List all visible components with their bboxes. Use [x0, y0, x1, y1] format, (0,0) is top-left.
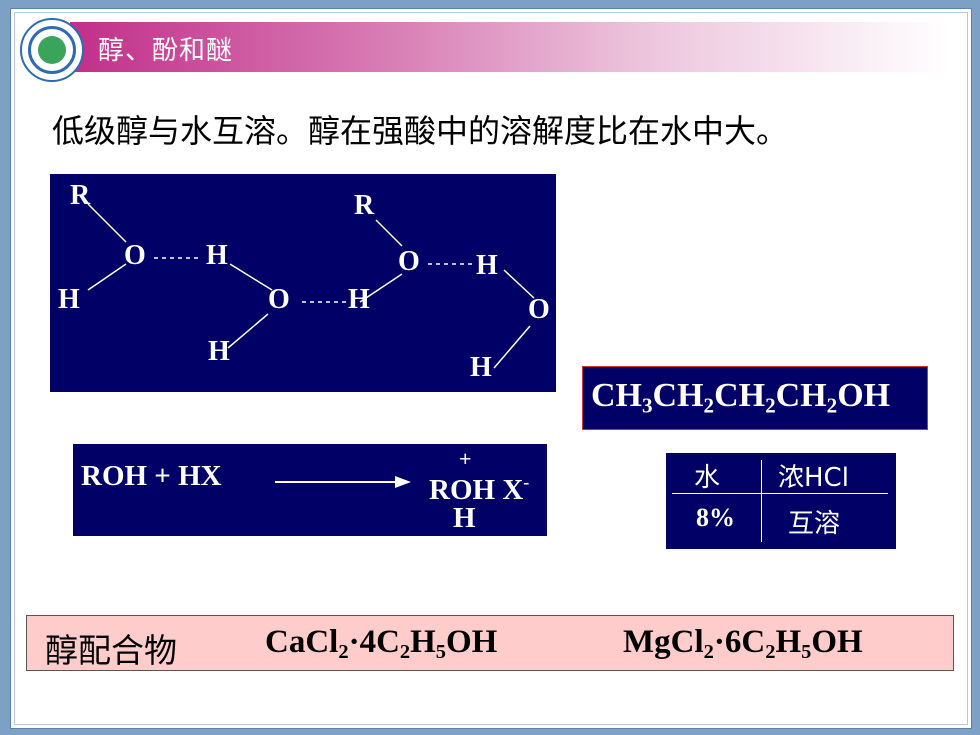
slide-title: 醇、酚和醚 — [98, 36, 234, 66]
bond-lines — [87, 203, 535, 369]
atom-h: H — [348, 284, 370, 315]
atom-h: H — [476, 250, 498, 281]
reactants: ROH + HX — [81, 460, 222, 492]
logo-core — [38, 36, 66, 64]
reaction-arrow-icon — [275, 476, 411, 488]
table-horizontal-divider — [672, 493, 888, 494]
atom-r: R — [354, 190, 375, 221]
butanol-formula-box: CH3CH2CH2CH2OH — [582, 366, 928, 430]
protonation-reaction: ROH + HX + ROH X- H — [73, 444, 547, 536]
atom-h: H — [58, 284, 80, 315]
alcohol-complexes-box: 醇配合物 CaCl2·4C2H5OH MgCl2·6C2H5OH — [26, 615, 954, 671]
atom-o: O — [528, 294, 550, 325]
butanol-formula: CH3CH2CH2CH2OH — [591, 377, 891, 418]
water-solubility-value: 8% — [696, 503, 735, 532]
complexes-label: 醇配合物 — [45, 631, 177, 670]
logo-ring — [28, 26, 76, 74]
title-band — [70, 22, 950, 72]
col-header-hcl: 浓HCl — [778, 463, 849, 493]
oxonium-ion: ROH X- — [429, 472, 530, 506]
plus-charge: + — [459, 446, 472, 471]
calcium-complex-formula: CaCl2·4C2H5OH — [265, 624, 498, 664]
atom-h: H — [206, 240, 228, 271]
table-vertical-divider — [761, 460, 762, 542]
col-header-water: 水 — [694, 463, 721, 493]
atom-h: H — [470, 352, 492, 383]
atom-o: O — [268, 284, 290, 315]
heading-text: 低级醇与水互溶。醇在强酸中的溶解度比在水中大。 — [52, 112, 789, 150]
oxonium-hydrogen: H — [453, 502, 476, 534]
hcl-solubility-value: 互溶 — [788, 509, 841, 539]
atom-o: O — [398, 246, 420, 277]
atom-h: H — [208, 336, 230, 367]
university-logo-icon — [20, 18, 84, 82]
hydrogen-bond-diagram: R O H H O H H R O H O H — [50, 174, 556, 392]
atom-r: R — [70, 180, 91, 211]
atom-o: O — [124, 240, 146, 271]
magnesium-complex-formula: MgCl2·6C2H5OH — [623, 624, 863, 664]
solubility-table: 水 浓HCl 8% 互溶 — [666, 453, 896, 549]
